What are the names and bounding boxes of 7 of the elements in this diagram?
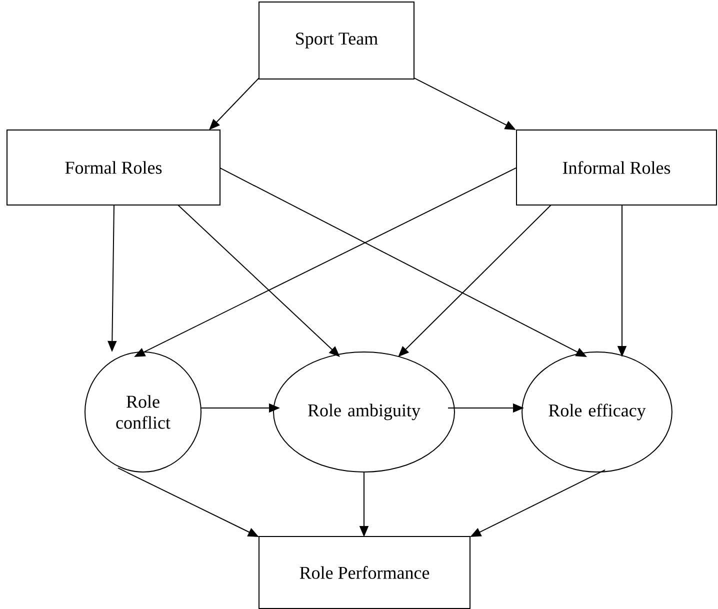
arrow xyxy=(398,204,552,357)
concept-box: Sport Team xyxy=(258,2,414,80)
concept-box: Formal Roles xyxy=(6,129,220,206)
arrow xyxy=(178,204,340,357)
concept-box: Role Performance xyxy=(258,536,470,609)
concept-box: Informal Roles xyxy=(516,129,717,206)
arrow xyxy=(209,77,260,130)
